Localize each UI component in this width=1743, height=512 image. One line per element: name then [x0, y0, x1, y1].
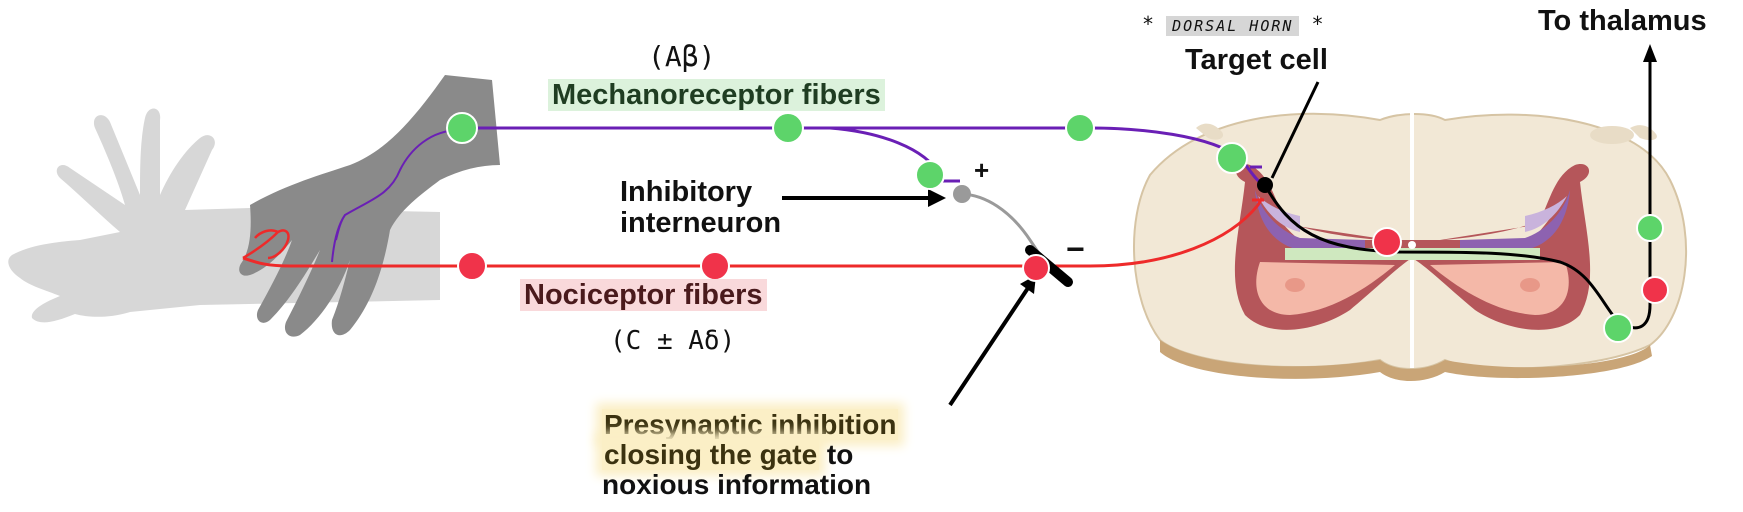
nociceptor-greek-label: (C ± Aδ): [610, 326, 736, 356]
red-nodes: [457, 227, 1669, 304]
red-node: [1641, 276, 1669, 304]
red-node: [457, 251, 487, 281]
green-node: [1216, 142, 1248, 174]
presynaptic-line-3: noxious information: [602, 469, 872, 501]
mechano-greek-label: (Aβ): [648, 40, 716, 73]
minus-sign: −: [1066, 231, 1085, 267]
dorsal-horn-note: * DORSAL HORN *: [1142, 12, 1324, 36]
inhibitory-interneuron-label: Inhibitory interneuron: [620, 176, 782, 240]
green-node: [1065, 113, 1095, 143]
nociceptor-text: Nociceptor fibers: [520, 279, 767, 311]
target-cell-label: Target cell: [1185, 44, 1328, 76]
dorsal-star-left: *: [1142, 12, 1155, 36]
dorsal-star-right: *: [1311, 12, 1324, 36]
presynaptic-pointer: [948, 286, 1030, 407]
presynaptic-line-2: closing the gate to: [602, 439, 898, 471]
nociceptor-label: Nociceptor fibers: [520, 279, 767, 311]
foreground-hand: [239, 75, 501, 337]
presynaptic-text-2: closing the gate: [602, 439, 820, 471]
target-cell: [1257, 177, 1273, 193]
presynaptic-line-1: Presynaptic inhibition: [602, 409, 899, 440]
inhibitory-line-2: interneuron: [620, 207, 782, 240]
red-node: [700, 251, 730, 281]
target-cell-pointer: [1270, 81, 1320, 179]
green-node: [1603, 313, 1633, 343]
interneuron-cell: [953, 185, 971, 203]
green-node: [915, 160, 945, 190]
nociceptor-fiber: [242, 197, 1264, 268]
mechanoreceptor-text: Mechanoreceptor fibers: [548, 79, 885, 111]
red-node: [1022, 254, 1050, 282]
mechanoreceptor-fiber: [462, 126, 1261, 184]
green-nodes: [446, 112, 1664, 343]
thalamus-arrowhead: [1643, 44, 1657, 62]
dorsal-horn-text: DORSAL HORN: [1166, 16, 1300, 36]
mechano-ending: [331, 129, 461, 263]
green-node: [1636, 214, 1664, 242]
presynaptic-text-2b: to: [819, 439, 854, 471]
mechanoreceptor-label: Mechanoreceptor fibers: [548, 79, 885, 111]
presynaptic-label: Presynaptic inhibition closing the gate …: [602, 409, 899, 501]
red-node: [1372, 227, 1402, 257]
plus-sign: +: [974, 155, 990, 185]
green-node: [772, 112, 804, 144]
presynaptic-text-1: Presynaptic inhibition: [602, 409, 899, 440]
interneuron-pointer-head: [928, 189, 946, 207]
inhibitory-line-1: Inhibitory: [620, 176, 753, 208]
to-thalamus-label: To thalamus: [1538, 5, 1707, 37]
green-node: [446, 112, 478, 144]
nociceptor-ending: [242, 229, 290, 260]
